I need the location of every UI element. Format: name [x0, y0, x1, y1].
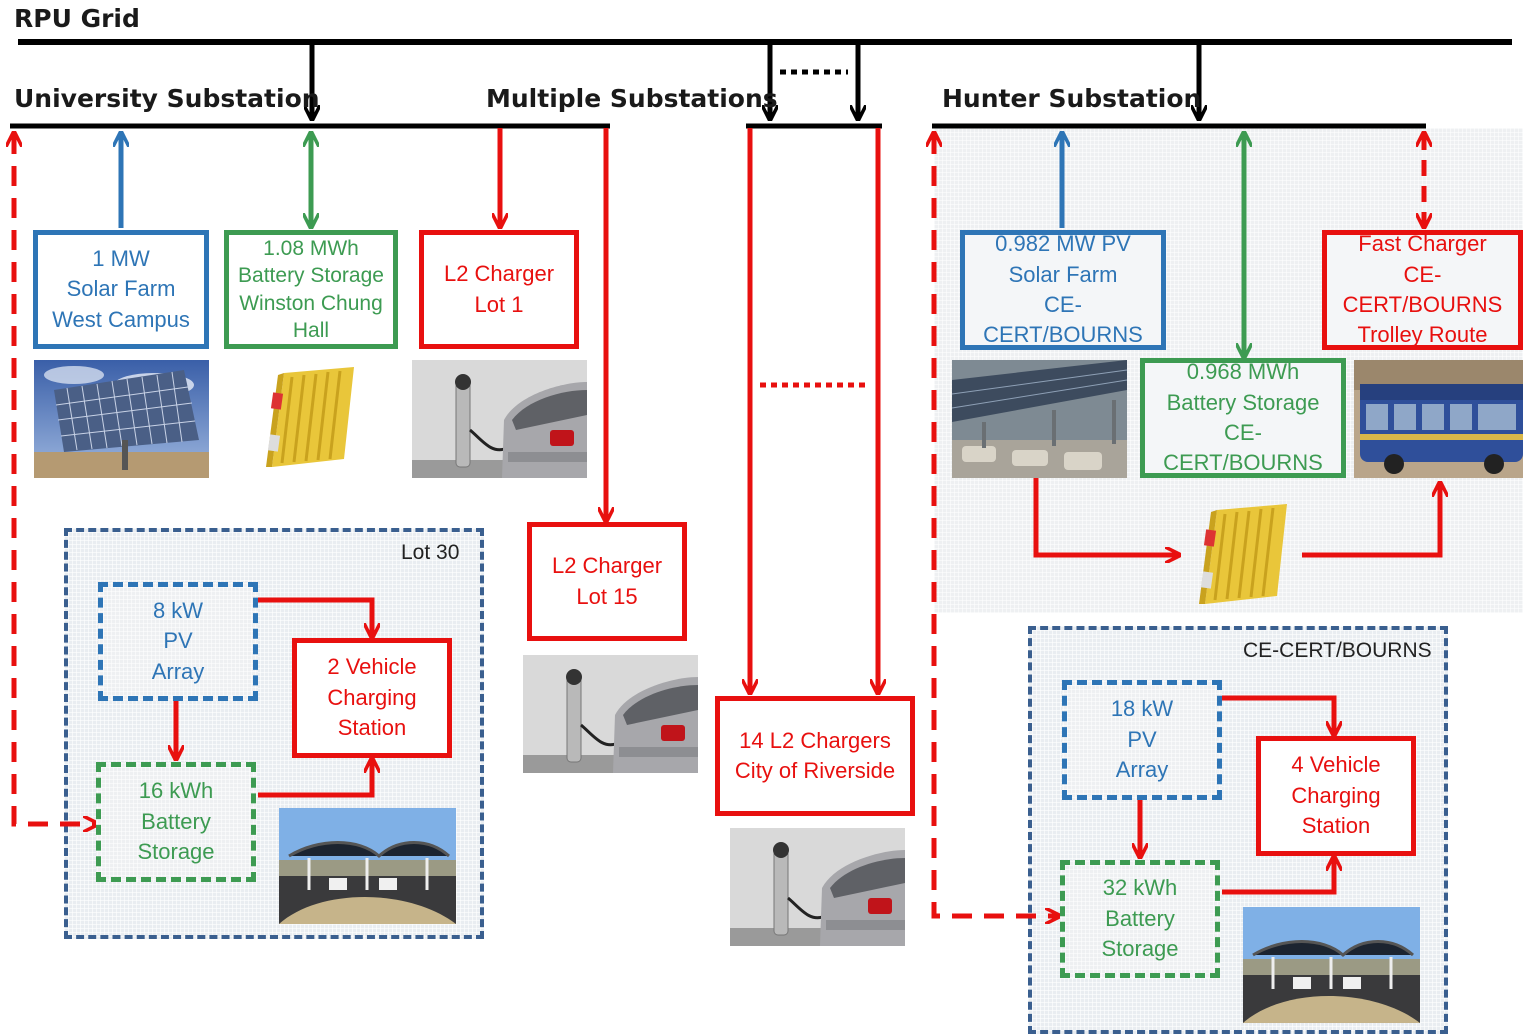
hunter-battery-box: 0.968 MWh Battery Storage CE-CERT/BOURNS	[1140, 358, 1346, 478]
hunter-battery-cell-icon	[1199, 504, 1287, 604]
bourns-label: CE-CERT/BOURNS	[1243, 639, 1432, 662]
university-substation-label: University Substation	[14, 84, 320, 113]
bourns-battery-box: 32 kWh Battery Storage	[1060, 860, 1220, 978]
lot30-station-box: 2 Vehicle Charging Station	[292, 638, 452, 758]
battery-cell-icon	[266, 367, 354, 467]
bourns-battery-to-station	[1222, 858, 1334, 895]
arrow-lot30-dashed	[14, 134, 96, 824]
l2-lot15-box: L2 Charger Lot 15	[527, 522, 687, 641]
ev-charger-photo-lot15	[523, 655, 698, 773]
ev-charger-photo-city	[730, 828, 905, 946]
trolley-bus-photo	[1354, 360, 1523, 478]
lot30-battery-to-station	[258, 760, 372, 798]
hunter-substation-label: Hunter Substation	[942, 84, 1202, 113]
lot30-pv-box: 8 kW PV Array	[98, 582, 258, 701]
lot30-pv-to-station	[258, 597, 372, 636]
battery-winston-box: 1.08 MWh Battery Storage Winston Chung H…	[224, 230, 398, 349]
lot30-label: Lot 30	[401, 541, 460, 564]
bourns-station-box: 4 Vehicle Charging Station	[1256, 736, 1416, 856]
solar-farm-box: 1 MW Solar Farm West Campus	[33, 230, 209, 349]
city-chargers-box: 14 L2 Chargers City of Riverside	[715, 696, 915, 816]
solar-array-photo	[34, 360, 209, 478]
solar-carport-photo-bourns	[1243, 907, 1420, 1023]
l2-lot1-box: L2 Charger Lot 1	[419, 230, 579, 349]
arrow-bourns-dashed	[934, 134, 1058, 916]
arrow-pv-to-battery	[1033, 478, 1178, 555]
parking-solar-photo	[952, 360, 1127, 478]
arrow-battery-to-bus	[1302, 484, 1440, 558]
hunter-pv-box: 0.982 MW PV Solar Farm CE-CERT/BOURNS	[960, 230, 1166, 350]
bourns-pv-to-station	[1222, 695, 1334, 734]
multiple-substations-label: Multiple Substations	[486, 84, 778, 113]
fast-charger-box: Fast Charger CE-CERT/BOURNS Trolley Rout…	[1322, 230, 1523, 350]
solar-carport-photo-lot30	[279, 808, 456, 924]
rpu-grid-title: RPU Grid	[14, 4, 140, 33]
bourns-pv-box: 18 kW PV Array	[1062, 680, 1222, 800]
lot30-battery-box: 16 kWh Battery Storage	[96, 762, 256, 882]
ev-charger-photo-lot1	[412, 360, 587, 478]
